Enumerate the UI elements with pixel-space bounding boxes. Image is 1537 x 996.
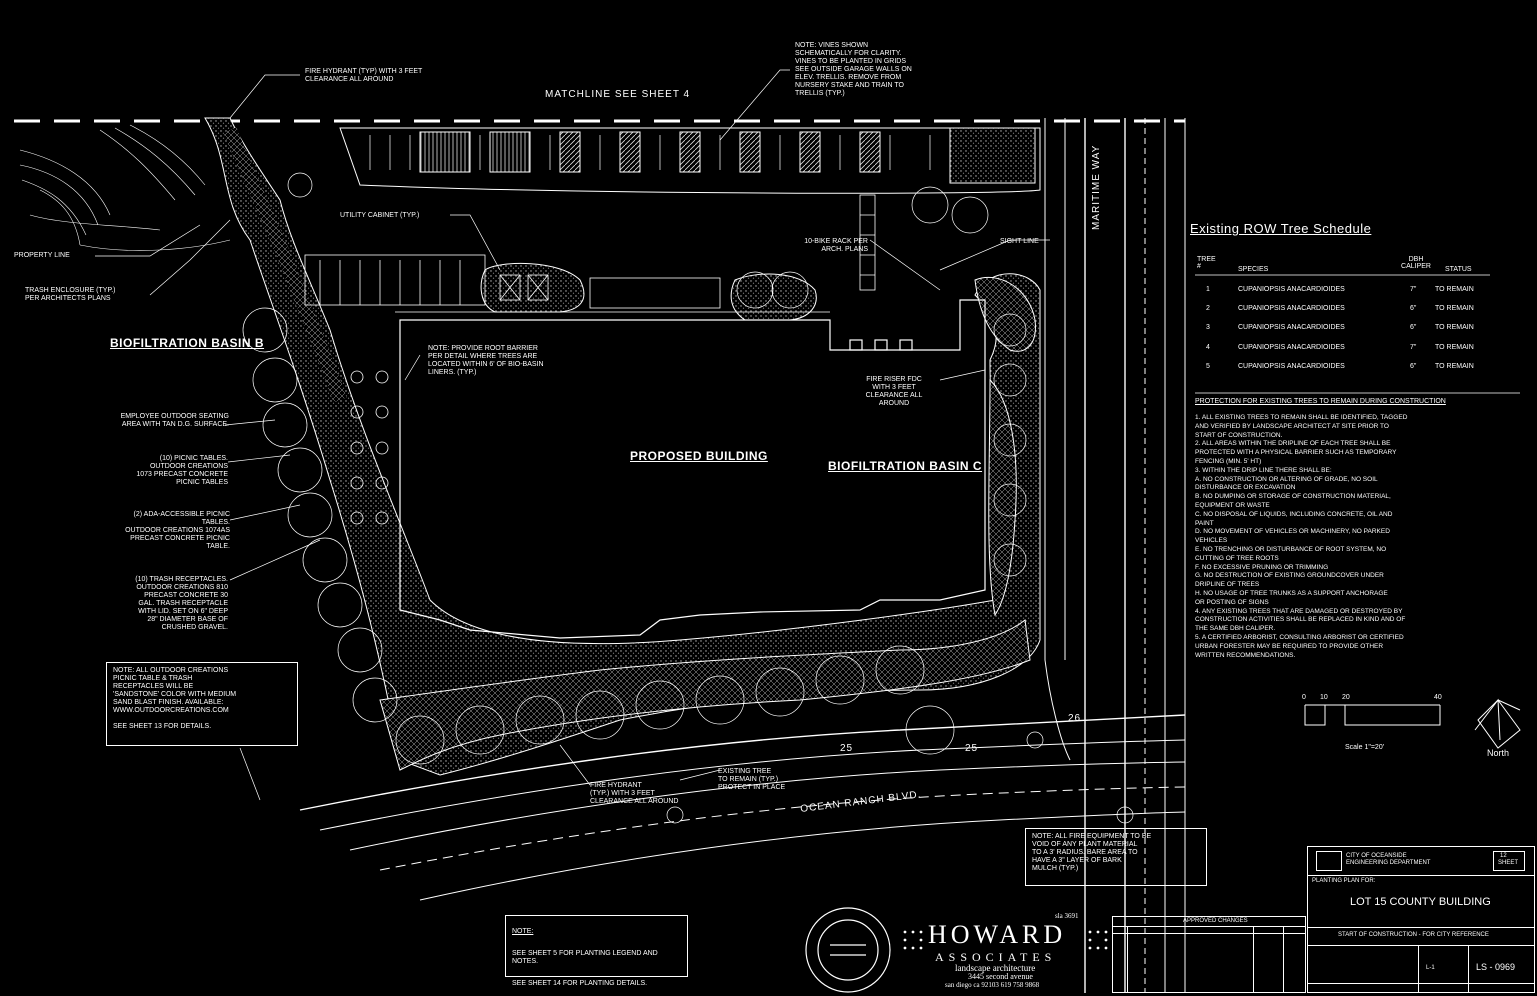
schedule-rules bbox=[1195, 274, 1520, 394]
schedule-species-1: CUPANIOPSIS ANACARDIOIDES bbox=[1238, 286, 1345, 293]
schedule-num-4: 4 bbox=[1206, 344, 1210, 351]
picnic-tables-label: (10) PICNIC TABLES. OUTDOOR CREATIONS 10… bbox=[136, 455, 228, 486]
schedule-header-species: SPECIES bbox=[1238, 266, 1269, 273]
schedule-num-2: 2 bbox=[1206, 305, 1210, 312]
schedule-caliper-1: 7" bbox=[1410, 286, 1417, 293]
scale-tick-0: 0 bbox=[1302, 694, 1306, 701]
schedule-status-4: TO REMAIN bbox=[1435, 344, 1474, 351]
firm-sub: ASSOCIATES bbox=[935, 950, 1057, 964]
station-25-label: 25 bbox=[840, 743, 854, 754]
title-block-contract: START OF CONSTRUCTION - FOR CITY REFEREN… bbox=[1338, 932, 1489, 938]
changes-table: APPROVED CHANGES bbox=[1112, 916, 1306, 993]
schedule-header-tree: TREE # bbox=[1197, 256, 1216, 270]
property-line-label: PROPERTY LINE bbox=[14, 252, 70, 259]
schedule-title: Existing ROW Tree Schedule bbox=[1190, 221, 1372, 236]
schedule-num-1: 1 bbox=[1206, 286, 1210, 293]
title-block-sheet-box bbox=[1316, 851, 1342, 871]
root-barrier-note: NOTE: PROVIDE ROOT BARRIER PER DETAIL WH… bbox=[428, 345, 544, 376]
ada-tables-label: (2) ADA-ACCESSIBLE PICNIC TABLES. OUTDOO… bbox=[125, 511, 230, 550]
schedule-status-5: TO REMAIN bbox=[1435, 363, 1474, 370]
title-block-drawing: L-1 bbox=[1426, 965, 1435, 971]
scale-caption: Scale 1"=20' bbox=[1345, 744, 1385, 751]
employee-seating-label: EMPLOYEE OUTDOOR SEATING AREA WITH TAN D… bbox=[120, 413, 229, 428]
scale-tick-20: 20 bbox=[1342, 694, 1350, 701]
title-block-project: LOT 15 COUNTY BUILDING bbox=[1350, 896, 1491, 908]
schedule-num-3: 3 bbox=[1206, 324, 1210, 331]
schedule-status-1: TO REMAIN bbox=[1435, 286, 1474, 293]
sight-line-label: SIGHT LINE bbox=[1000, 238, 1039, 245]
parking-bays bbox=[304, 194, 876, 309]
schedule-species-4: CUPANIOPSIS ANACARDIOIDES bbox=[1238, 344, 1345, 351]
title-block-city: CITY OF OCEANSIDE bbox=[1346, 853, 1407, 859]
proposed-building-label: PROPOSED BUILDING bbox=[630, 449, 768, 463]
sheet-note-line2: SEE SHEET 14 FOR PLANTING DETAILS. bbox=[512, 980, 648, 987]
bike-rack-label: 10-BIKE RACK PER ARCH. PLANS bbox=[804, 238, 868, 253]
scale-tick-10: 10 bbox=[1320, 694, 1328, 701]
title-block-plan-type: PLANTING PLAN FOR: bbox=[1312, 878, 1376, 884]
schedule-species-2: CUPANIOPSIS ANACARDIOIDES bbox=[1238, 305, 1345, 312]
biofiltration-basin-b: BIOFILTRATION BASIN B bbox=[110, 336, 265, 350]
north-arrow bbox=[1474, 698, 1521, 749]
maritime-way-road bbox=[1044, 118, 1186, 993]
planting-areas bbox=[204, 117, 1041, 776]
schedule-caliper-2: 6" bbox=[1410, 305, 1417, 312]
leader-lines bbox=[95, 69, 1050, 801]
scale-tick-40: 40 bbox=[1434, 694, 1442, 701]
existing-tree-label: EXISTING TREE TO REMAIN (TYP.) PROTECT I… bbox=[718, 768, 786, 791]
station-25b-label: 25 bbox=[965, 743, 979, 754]
trash-enclosure-label: TRASH ENCLOSURE (TYP.) PER ARCHITECTS PL… bbox=[25, 287, 116, 302]
schedule-caliper-3: 6" bbox=[1410, 324, 1417, 331]
biofiltration-basin-c: BIOFILTRATION BASIN C bbox=[828, 459, 983, 473]
schedule-status-3: TO REMAIN bbox=[1435, 324, 1474, 331]
picnic-tables bbox=[350, 370, 389, 525]
sheet-note-title: NOTE: bbox=[512, 928, 534, 935]
firm-license: sla 3691 bbox=[1055, 912, 1079, 920]
schedule-num-5: 5 bbox=[1206, 363, 1210, 370]
schedule-caliper-4: 7" bbox=[1410, 344, 1417, 351]
title-block-sheet-num-box bbox=[1493, 851, 1525, 871]
scale-bar bbox=[1304, 704, 1441, 726]
title-block-sheet-label: SHEET bbox=[1498, 860, 1519, 866]
schedule-status-2: TO REMAIN bbox=[1435, 305, 1474, 312]
schedule-species-5: CUPANIOPSIS ANACARDIOIDES bbox=[1238, 363, 1345, 370]
topography-lines bbox=[19, 124, 231, 251]
title-block-dept: ENGINEERING DEPARTMENT bbox=[1346, 860, 1431, 866]
schedule-header-status: STATUS bbox=[1445, 266, 1472, 273]
maritime-way-label: MARITIME WAY bbox=[1091, 144, 1102, 230]
fire-equipment-note: NOTE: ALL FIRE EQUIPMENT TO BE VOID OF A… bbox=[1025, 828, 1207, 886]
fire-riser-label: FIRE RISER FDC WITH 3 FEET CLEARANCE ALL… bbox=[865, 376, 923, 407]
parking-garage-strip bbox=[339, 127, 1041, 194]
firm-dot-grid bbox=[903, 930, 1108, 950]
title-block: CITY OF OCEANSIDE ENGINEERING DEPARTMENT… bbox=[1307, 846, 1535, 993]
firm-addr2: san diego ca 92103 619 758 9868 bbox=[945, 981, 1040, 989]
ocean-ranch-road bbox=[299, 714, 1186, 901]
title-block-job: LS - 0969 bbox=[1476, 962, 1516, 972]
protection-notes: 1. ALL EXISTING TREES TO REMAIN SHALL BE… bbox=[1195, 414, 1408, 659]
protection-title: PROTECTION FOR EXISTING TREES TO REMAIN … bbox=[1195, 398, 1446, 405]
firm-name: HOWARD bbox=[928, 920, 1067, 949]
fire-hydrant-bottom-label: FIRE HYDRANT (TYP.) WITH 3 FEET CLEARANC… bbox=[590, 782, 679, 805]
sheet-note: NOTE: SEE SHEET 5 FOR PLANTING LEGEND AN… bbox=[505, 915, 688, 987]
title-block-sheet-num: 12 bbox=[1500, 853, 1507, 859]
tree-canopies bbox=[242, 172, 1134, 824]
fire-hydrant-top-label: FIRE HYDRANT (TYP) WITH 3 FEET CLEARANCE… bbox=[305, 68, 423, 83]
changes-title: APPROVED CHANGES bbox=[1183, 918, 1248, 924]
schedule-species-3: CUPANIOPSIS ANACARDIOIDES bbox=[1238, 324, 1345, 331]
vines-note: NOTE: VINES SHOWN SCHEMATICALLY FOR CLAR… bbox=[795, 42, 912, 97]
firm-addr1: 3445 second avenue bbox=[968, 972, 1033, 981]
firm-tag: landscape architecture bbox=[955, 963, 1036, 973]
sheet-note-line1: SEE SHEET 5 FOR PLANTING LEGEND AND NOTE… bbox=[512, 950, 658, 965]
schedule-header-caliper: DBH CALIPER bbox=[1401, 256, 1431, 270]
matchline-label: MATCHLINE SEE SHEET 4 bbox=[545, 89, 691, 100]
schedule-caliper-5: 6" bbox=[1410, 363, 1417, 370]
utility-cabinet-label: UTILITY CABINET (TYP.) bbox=[340, 212, 420, 219]
outdoor-creations-note: NOTE: ALL OUTDOOR CREATIONS PICNIC TABLE… bbox=[106, 662, 298, 746]
building-outline bbox=[395, 299, 986, 639]
trash-receptacles-label: (10) TRASH RECEPTACLES. OUTDOOR CREATION… bbox=[135, 576, 228, 631]
north-label: North bbox=[1487, 748, 1510, 758]
station-26-label: 26 bbox=[1068, 713, 1082, 724]
firm-seal bbox=[805, 907, 891, 993]
